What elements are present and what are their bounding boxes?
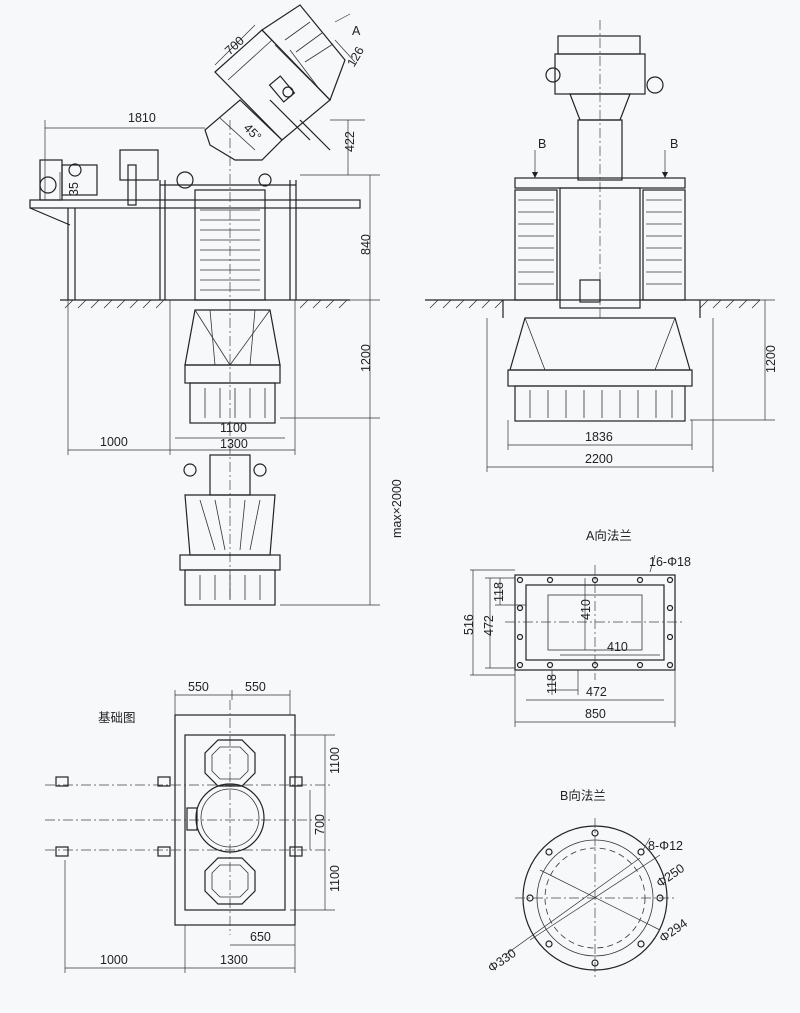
- dim-472-v: 472: [482, 615, 496, 636]
- dim-1000-front: 1000: [100, 435, 128, 449]
- view-arrow-b-right: B: [670, 137, 678, 151]
- dim-1100-front: 1100: [220, 421, 247, 435]
- view-arrow-a: A: [352, 24, 361, 38]
- flange-a-holes: 16-Φ18: [649, 555, 691, 569]
- flange-b-view: B向法兰 8-Φ12 Φ250 Φ294 Φ330: [485, 788, 690, 978]
- dim-1000-found: 1000: [100, 953, 128, 967]
- front-dimension-lines: [44, 13, 380, 606]
- dim-1836: 1836: [585, 430, 613, 444]
- foundation-plan: 基础图 550 550 1100 70: [45, 680, 342, 973]
- dim-410-h: 410: [607, 640, 628, 654]
- dim-phi-294: Φ294: [657, 916, 690, 945]
- dim-126: 126: [344, 44, 367, 69]
- flange-a-title: A向法兰: [586, 528, 632, 543]
- side-dimension-lines: [486, 150, 775, 472]
- extended-position: [179, 454, 281, 606]
- dim-1200-side: 1200: [764, 345, 778, 373]
- dim-422: 422: [343, 131, 357, 152]
- side-ground: [425, 299, 761, 318]
- flange-b-title: B向法兰: [560, 788, 606, 803]
- side-top-head: [545, 20, 664, 320]
- dim-516: 516: [462, 614, 476, 635]
- dim-118-v: 118: [492, 582, 506, 602]
- side-hopper: [507, 317, 693, 422]
- dim-550-right: 550: [245, 680, 266, 694]
- inclined-chute: [204, 4, 346, 161]
- front-view: 700 126 A 1810 45° 422 35 840 1200 1100 …: [29, 4, 404, 606]
- lower-hopper: [184, 309, 281, 424]
- dim-550-left: 550: [188, 680, 209, 694]
- dim-1100-bottom: 1100: [328, 865, 342, 892]
- foundation-title: 基础图: [98, 711, 136, 725]
- bellows-column: [194, 120, 266, 600]
- ground-line: [60, 299, 350, 309]
- dim-850: 850: [585, 707, 606, 721]
- view-arrow-b-left: B: [538, 137, 546, 151]
- dim-1100-top: 1100: [328, 747, 342, 774]
- dim-840: 840: [359, 234, 373, 255]
- dim-phi-330: Φ330: [485, 946, 518, 975]
- dim-472-h: 472: [586, 685, 607, 699]
- dim-410-v: 410: [579, 599, 593, 620]
- dim-1200-front: 1200: [359, 344, 373, 372]
- side-frame: [514, 177, 686, 309]
- dim-max-2000: max×2000: [390, 479, 404, 538]
- dim-700-found: 700: [313, 814, 327, 835]
- dim-35: 35: [67, 182, 81, 196]
- drive-frame: [29, 149, 361, 300]
- flange-a-view: A向法兰 16-Φ18 516 472 118 410: [462, 528, 691, 727]
- dim-1810: 1810: [128, 111, 156, 125]
- flange-b-holes: 8-Φ12: [648, 839, 683, 853]
- side-view: B B 1200 1836 2200: [425, 20, 778, 472]
- dim-1300-found: 1300: [220, 953, 248, 967]
- dim-2200: 2200: [585, 452, 613, 466]
- dim-1300-front: 1300: [220, 437, 248, 451]
- dim-650: 650: [250, 930, 271, 944]
- bellows-right: [642, 189, 686, 301]
- bellows-left: [514, 189, 558, 301]
- dim-118-h: 118: [545, 674, 559, 694]
